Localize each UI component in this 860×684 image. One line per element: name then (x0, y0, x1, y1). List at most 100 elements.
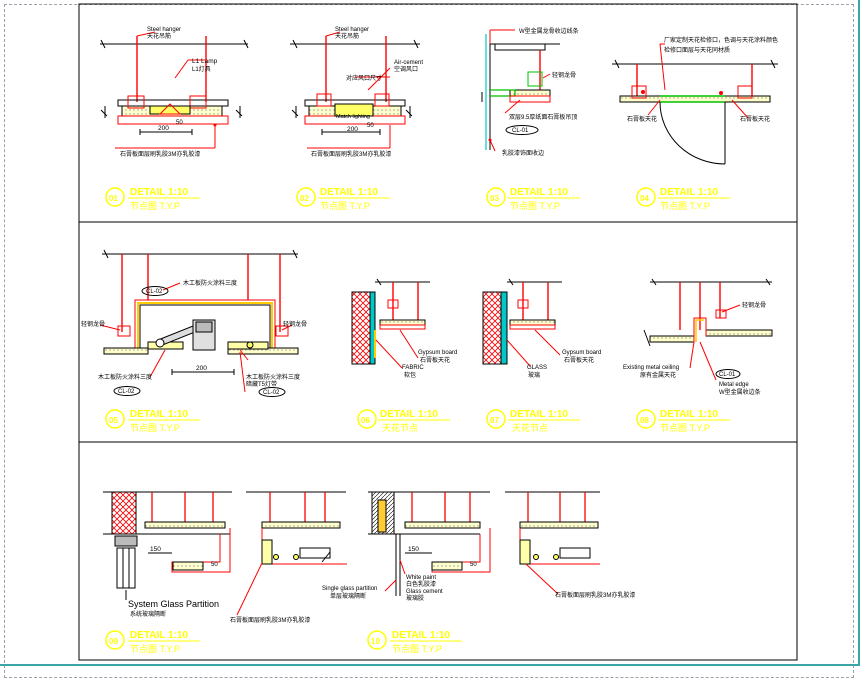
d4-top1: 厂家定制天花检修口，色调与天花涂料颜色 (664, 36, 778, 44)
d4-top2: 检修口面层与天花同材质 (664, 46, 730, 54)
d9-system-glass-cn: 系统玻璃隔断 (130, 610, 166, 618)
d8-exist-cn: 原有金属天花 (640, 371, 676, 379)
detail-03-sub: 节点图 T.Y.P (510, 201, 560, 211)
d10-white-cn: 白色乳胶漆 (406, 580, 436, 588)
detail-06-num: 06 (361, 416, 370, 425)
d1-dim-50: 50 (176, 120, 183, 126)
d1-steel-hanger-cn: 天花吊筋 (147, 32, 171, 40)
detail-title-06: 06 DETAIL 1:10 天花节点 (357, 409, 450, 433)
d9-system-glass: System Glass Partition (128, 599, 219, 609)
d10-gyp: 石膏板面层刷乳胶3M亦乳胶漆 (555, 591, 635, 599)
d3-mid-note: 轻钢龙骨 (552, 71, 576, 79)
detail-05-sub: 节点图 T.Y.P (130, 423, 180, 433)
d10-dim50: 50 (470, 562, 477, 568)
detail-07-num: 07 (490, 416, 499, 425)
detail-10-title: DETAIL 1:10 (392, 630, 450, 641)
detail-10-num: 10 (371, 637, 380, 646)
d2-steel-hanger: Steel hanger (335, 27, 369, 33)
detail-03-title: DETAIL 1:10 (510, 187, 568, 198)
d1-steel-hanger: Steel hanger (147, 27, 181, 33)
d6-fabric-cn: 软包 (404, 371, 416, 379)
d6-gyp-cn: 石膏板天花 (420, 356, 450, 364)
detail-title-05: 05 DETAIL 1:10 节点图 T.Y.P (105, 409, 200, 433)
d2-air-cement-cn: 空调风口 (394, 65, 418, 73)
d10-single-cn: 单层玻璃隔断 (330, 592, 366, 600)
d1-l1-lamp-cn: L1灯具 (192, 65, 211, 73)
detail-title-08: 08 DETAIL 1:10 节点图 T.Y.P (636, 409, 730, 433)
d5-wood1: 木工板防火涂料三度 (183, 279, 237, 287)
detail-06-sub: 天花节点 (382, 422, 418, 433)
d5-cl02b: CL-02 (118, 389, 135, 395)
d10-white: White paint (406, 575, 436, 581)
d2-air-cement: Air-cement (394, 60, 423, 66)
teal-bottom-rule (0, 664, 860, 666)
detail-08-sub: 节点图 T.Y.P (660, 423, 710, 433)
detail-02-num: 02 (300, 194, 309, 203)
detail-06-title: DETAIL 1:10 (380, 409, 438, 420)
d9-gyp: 石膏板面层刷乳胶3M亦乳胶漆 (230, 616, 310, 624)
d7-glass-cn: 玻璃 (528, 371, 540, 379)
detail-01-title: DETAIL 1:10 (130, 187, 188, 198)
detail-title-02: 02 DETAIL 1:10 节点图 T.Y.P (296, 187, 390, 211)
detail-title-04: 04 DETAIL 1:10 节点图 T.Y.P (636, 187, 730, 211)
d7-gyp-cn: 石膏板天花 (564, 356, 594, 364)
detail-title-09: 09 DETAIL 1:10 节点图 T.Y.P (105, 630, 200, 654)
detail-10-sub: 节点图 T.Y.P (392, 644, 442, 654)
d2-gypsum-note: 石膏板面层刷乳胶3M亦乳胶漆 (311, 150, 391, 158)
d1-dim-200: 200 (158, 125, 169, 132)
d9-dim150: 150 (150, 546, 161, 553)
detail-09-sub: 节点图 T.Y.P (130, 644, 180, 654)
detail-09-title: DETAIL 1:10 (130, 630, 188, 641)
d5-left: 轻钢龙骨 (81, 320, 105, 328)
d3-cl-bubble (505, 125, 539, 135)
d1-gypsum-note: 石膏板面层刷乳胶3M亦乳胶漆 (120, 150, 200, 158)
d2-steel-hanger-cn: 天花吊筋 (335, 32, 359, 40)
detail-04-sub: 节点图 T.Y.P (660, 201, 710, 211)
detail-07-sub: 天花节点 (512, 422, 548, 433)
detail-03-drawing (481, 29, 560, 152)
detail-01-num: 01 (109, 194, 118, 203)
d5-wood3: 木工板防火涂料三度 (246, 373, 300, 381)
d3-bottom-note: 乳胶漆饰面收边 (502, 149, 544, 157)
d5-cl02b-bubble (113, 386, 141, 396)
d5-wood2: 木工板防火涂料三度 (98, 373, 152, 381)
detail-08-num: 08 (640, 416, 649, 425)
d5-t5: 暗藏T5灯带 (246, 380, 277, 388)
d1-l1-lamp: L1 Lamp (192, 58, 218, 65)
detail-title-10: 10 DETAIL 1:10 节点图 T.Y.P (367, 630, 462, 654)
d3-cl: CL-01 (512, 128, 529, 134)
teal-right-rule (858, 0, 860, 666)
d10-single: Single glass partition (322, 586, 377, 592)
detail-09-drawing (103, 491, 347, 616)
d10-glass-cement: Glass cement (406, 589, 443, 595)
detail-08-drawing (643, 278, 773, 381)
d8-edge: Metal edge (719, 382, 749, 388)
d5-cl02c-bubble (258, 387, 286, 397)
detail-title-01: 01 DETAIL 1:10 节点图 T.Y.P (105, 187, 200, 211)
d8-cl01-bubble (715, 369, 741, 379)
d8-top: 轻钢龙骨 (742, 301, 766, 309)
d5-dim200: 200 (196, 365, 207, 372)
detail-02-sub: 节点图 T.Y.P (320, 201, 370, 211)
detail-04-title: DETAIL 1:10 (660, 187, 718, 198)
d7-glass: GLASS (527, 365, 547, 371)
d5-cl02a-bubble (141, 286, 169, 296)
detail-07-drawing (482, 278, 562, 367)
d8-exist: Existing metal ceiling (623, 365, 679, 371)
detail-04-drawing (612, 43, 778, 165)
detail-07-title: DETAIL 1:10 (510, 409, 568, 420)
detail-05-title: DETAIL 1:10 (130, 409, 188, 420)
d5-right: 轻钢龙骨 (283, 320, 307, 328)
d3-top-note: W型金属龙骨收边线条 (519, 27, 579, 35)
d7-gyp: Gypsum board (562, 350, 601, 356)
d6-gyp: Gypsum board (418, 350, 457, 356)
d2-match-lighting: Match lighting (336, 114, 370, 120)
detail-05-num: 05 (109, 416, 118, 425)
detail-01-drawing (100, 31, 249, 149)
detail-10-drawing (368, 491, 600, 596)
detail-05-drawing (99, 249, 299, 393)
detail-title-03: 03 DETAIL 1:10 节点图 T.Y.P (486, 187, 580, 211)
d8-cl01: CL-01 (719, 372, 736, 378)
